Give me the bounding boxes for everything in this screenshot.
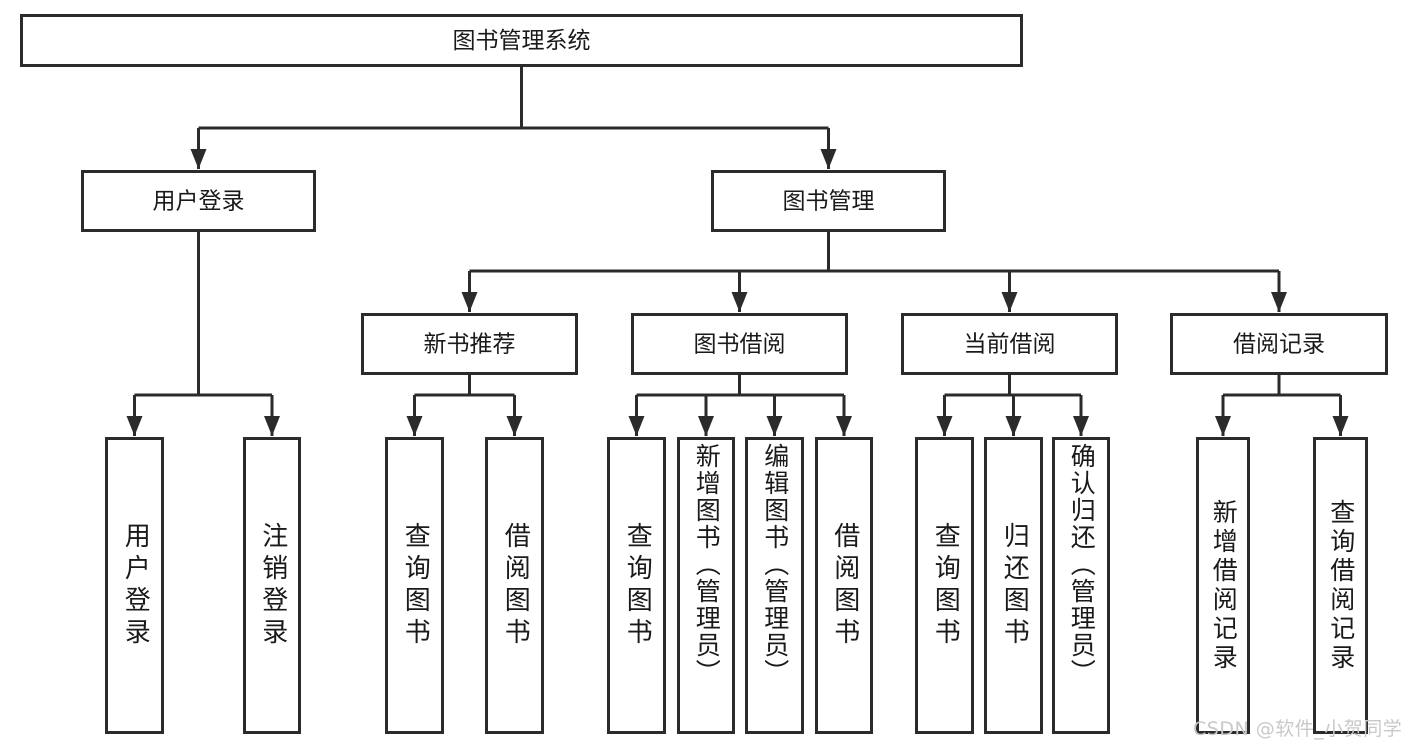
arrow-head-icon <box>836 416 852 436</box>
connector-layer <box>126 67 1349 436</box>
node-rect <box>984 437 1043 734</box>
arrow-head-icon <box>1271 292 1287 312</box>
node-rect <box>385 437 444 734</box>
node-rect <box>915 437 974 734</box>
node-leaf[interactable] <box>607 437 666 734</box>
arrow-head-icon <box>936 416 953 436</box>
arrow-head-icon <box>1001 292 1018 312</box>
node-rect <box>631 313 848 375</box>
node-rect <box>1052 437 1110 734</box>
node-leaf[interactable] <box>1052 437 1110 734</box>
node-rect <box>105 437 164 734</box>
arrow-head-icon <box>406 416 423 436</box>
arrow-head-icon <box>820 149 837 169</box>
node-rect <box>607 437 666 734</box>
node-rect <box>901 313 1118 375</box>
node-leaf[interactable] <box>915 437 974 734</box>
node-rect <box>745 437 804 734</box>
node-rect <box>20 14 1023 67</box>
node-level3[interactable]: 借阅记录 <box>1170 313 1388 375</box>
node-leaf[interactable] <box>677 437 735 734</box>
node-rect <box>1196 437 1250 734</box>
node-label: 借阅记录 <box>1233 332 1325 358</box>
node-rect <box>485 437 544 734</box>
node-label: 当前借阅 <box>964 332 1056 358</box>
arrow-head-icon <box>628 416 645 436</box>
node-leaf[interactable] <box>385 437 444 734</box>
arrow-head-icon <box>1073 416 1089 436</box>
node-level3[interactable]: 新书推荐 <box>361 313 578 375</box>
node-rect <box>1313 437 1368 734</box>
node-level2[interactable]: 用户登录 <box>81 170 316 232</box>
node-root[interactable]: 图书管理系统 <box>20 14 1023 67</box>
csdn-watermark: CSDN @软件_小贺同学 <box>1193 718 1403 740</box>
arrow-head-icon <box>461 292 478 312</box>
arrow-head-icon <box>264 416 280 436</box>
node-leaf[interactable] <box>984 437 1043 734</box>
node-leaf[interactable] <box>105 437 164 734</box>
arrow-head-icon <box>1215 416 1231 436</box>
arrow-head-icon <box>1005 416 1022 436</box>
node-label: 用户登录 <box>153 189 245 215</box>
node-rect <box>677 437 735 734</box>
arrow-head-icon <box>506 416 523 436</box>
node-label: 新书推荐 <box>424 332 516 358</box>
node-rect <box>361 313 578 375</box>
node-rect <box>1170 313 1388 375</box>
node-leaf[interactable] <box>243 437 301 734</box>
node-label: 图书管理系统 <box>453 28 591 54</box>
node-rect <box>81 170 316 232</box>
node-leaf[interactable] <box>1196 437 1250 734</box>
node-level3[interactable]: 图书借阅 <box>631 313 848 375</box>
node-leaf[interactable] <box>1313 437 1368 734</box>
node-rect <box>815 437 873 734</box>
arrow-head-icon <box>766 416 783 436</box>
arrow-head-icon <box>1332 416 1349 436</box>
node-label: 图书管理 <box>783 189 875 215</box>
arrow-head-icon <box>126 416 143 436</box>
node-rect <box>711 170 946 232</box>
arrow-head-icon <box>698 416 714 436</box>
arrow-head-icon <box>731 292 748 312</box>
node-label: 图书借阅 <box>694 332 786 358</box>
arrow-head-icon <box>190 149 207 169</box>
node-leaf[interactable] <box>485 437 544 734</box>
node-level3[interactable]: 当前借阅 <box>901 313 1118 375</box>
node-level2[interactable]: 图书管理 <box>711 170 946 232</box>
node-rect <box>243 437 301 734</box>
node-leaf[interactable] <box>745 437 804 734</box>
node-leaf[interactable] <box>815 437 873 734</box>
